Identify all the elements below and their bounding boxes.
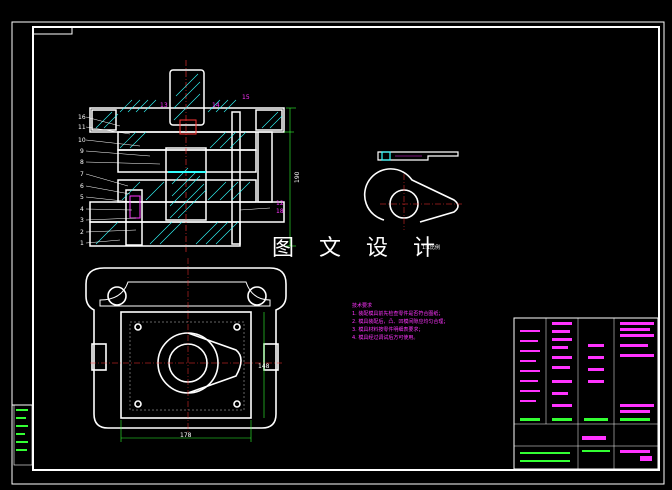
part-label: 15: [242, 94, 250, 101]
part-label: 7: [80, 171, 84, 178]
part-label: 4: [80, 206, 84, 213]
section-hatching: [95, 73, 283, 245]
leader-lines: [85, 116, 271, 244]
part-label: 10: [78, 137, 86, 144]
part-labels-top: 13 14 15: [160, 94, 250, 109]
part-label: 12: [276, 200, 284, 207]
dimension-plan-width: 178: [180, 432, 192, 439]
inner-frame: [32, 26, 660, 471]
side-strip-marks: [16, 409, 28, 451]
tech-item: 3. 模具材料按零件明细表要求；: [352, 327, 424, 333]
part-label: 8: [80, 159, 84, 166]
tech-item: 4. 模具经过调试后方可使用。: [352, 335, 419, 341]
side-title-strip: [13, 404, 33, 466]
plan-dimensions: [120, 312, 265, 442]
detail-part-side: [377, 151, 459, 161]
plan-centerlines: [90, 258, 282, 432]
part-label: 1: [80, 240, 84, 247]
tech-item: 2. 模具装配后，凸、凹模间隙应均匀合理；: [352, 319, 449, 325]
part-labels-right: 12 18: [276, 200, 284, 215]
part-label: 11: [78, 124, 86, 131]
height-dimension: [284, 107, 296, 247]
part-label: 9: [80, 148, 84, 155]
part-label: 18: [276, 208, 284, 215]
scale-note: 1:1比例: [422, 245, 441, 251]
part-label: 16: [78, 114, 86, 121]
dimension-height: 190: [294, 171, 301, 183]
watermark-text: 图 文 设 计: [272, 236, 444, 261]
part-label: 14: [212, 102, 220, 109]
outer-border: [11, 21, 665, 485]
tech-title: 技术要求: [352, 303, 373, 309]
front-section-view: [89, 60, 285, 252]
tech-item: 1. 装配模具前先检查零件是否符合图纸；: [352, 311, 444, 317]
dimension-plan-height: 148: [258, 363, 270, 370]
plan-grid: [129, 321, 245, 411]
title-block: [513, 317, 659, 470]
part-label: 5: [80, 194, 84, 201]
part-label: 13: [160, 102, 168, 109]
technical-requirements: 技术要求 1. 装配模具前先检查零件是否符合图纸； 2. 模具装配后，凸、凹模间…: [352, 302, 448, 342]
part-label: 3: [80, 217, 84, 224]
detail-part-plan: [363, 168, 462, 230]
corner-tag: [33, 27, 73, 35]
plan-view: [85, 267, 287, 429]
part-labels-left: 16 11 10 9 8 7 6 5 4 3 2 1: [78, 114, 86, 247]
part-label: 6: [80, 183, 84, 190]
part-label: 2: [80, 229, 84, 236]
